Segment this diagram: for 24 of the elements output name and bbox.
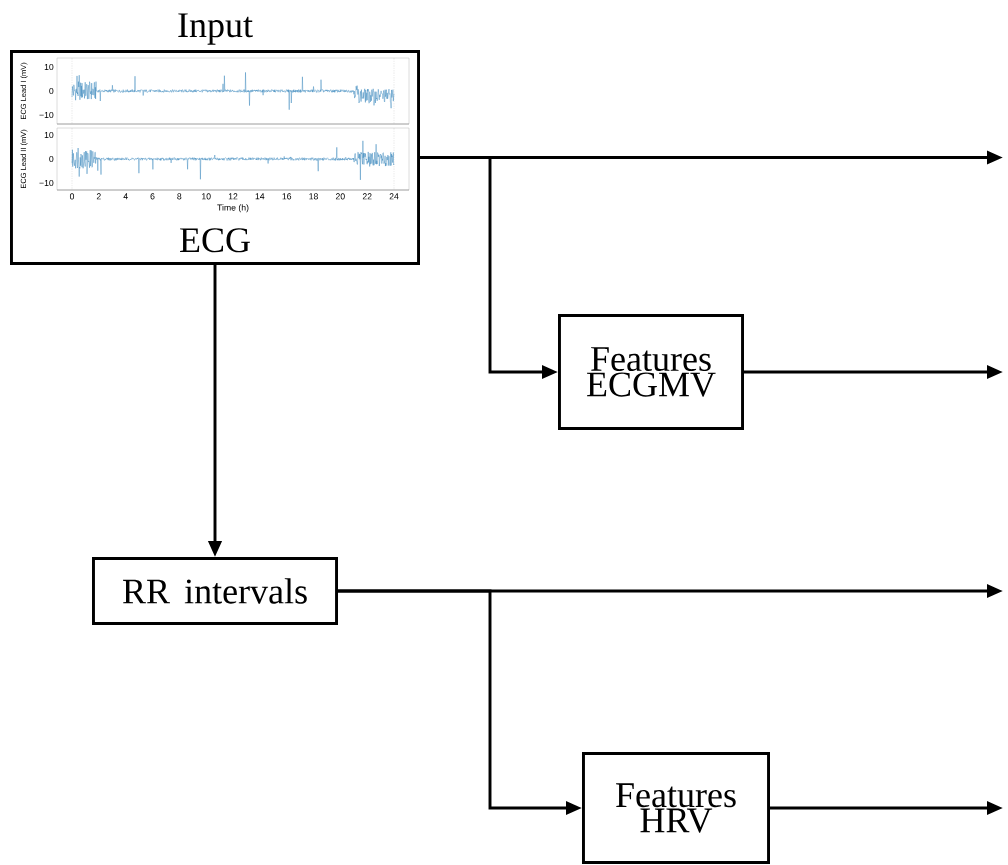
heading: Input	[178, 13, 253, 45]
tick-label: −10	[39, 179, 54, 187]
axis-label: Time (h)	[217, 204, 249, 213]
tick-label: 2	[96, 193, 101, 200]
process-box: Features ECGMV	[558, 314, 744, 430]
tick-label: 6	[150, 193, 155, 200]
tick-label: −10	[39, 111, 54, 119]
process-box: RR intervals	[92, 557, 338, 625]
tick-label: 0	[69, 193, 75, 200]
tick-label: 10	[44, 131, 54, 139]
tick-label: 4	[123, 193, 128, 200]
tick-label: 10	[202, 193, 211, 200]
tick-label: 8	[177, 193, 182, 200]
tick-label: 0	[49, 155, 54, 163]
tick-label: 24	[389, 193, 399, 200]
tick-label: 16	[282, 193, 292, 200]
tick-label: 14	[255, 193, 265, 200]
tick-label: 22	[362, 193, 372, 200]
tick-label: 12	[228, 193, 238, 200]
tick-label: 20	[335, 193, 345, 200]
process-box: Features HRV	[582, 752, 770, 864]
tick-label: 18	[309, 193, 318, 200]
tick-label: 0	[49, 87, 54, 95]
tick-label: 10	[44, 63, 54, 71]
